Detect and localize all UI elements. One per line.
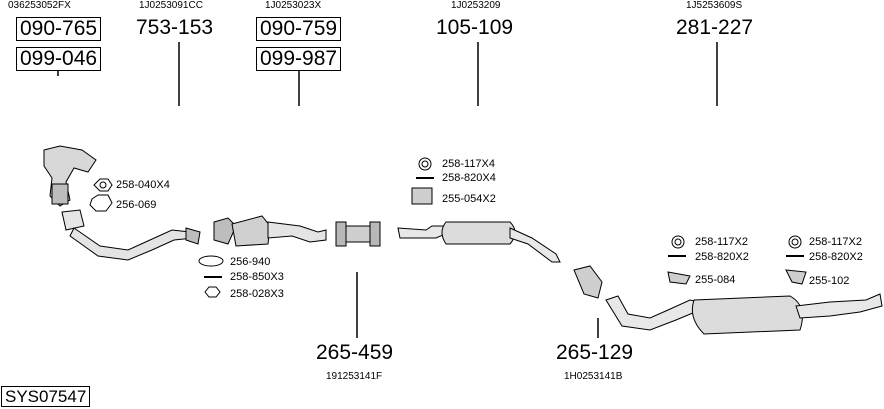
oem-number: 036253052FX (8, 0, 71, 11)
system-code-box: SYS07547 (1, 386, 91, 407)
oem-number: 1J0253209 (451, 0, 501, 11)
fitting-label[interactable]: 256-069 (116, 199, 157, 211)
part-reference[interactable]: 105-109 (436, 16, 514, 39)
fitting-label[interactable]: 256-940 (230, 256, 271, 268)
part-reference[interactable]: 753-153 (136, 16, 214, 39)
rear-silencer-drawing (605, 293, 883, 335)
fitting-label[interactable]: 258-117X2 (809, 236, 863, 248)
part-reference[interactable]: 281-227 (676, 16, 754, 39)
fitting-label[interactable]: 258-820X4 (442, 172, 496, 184)
fitting-label[interactable]: 258-117X2 (695, 236, 749, 248)
fitting-label[interactable]: 258-040X4 (116, 179, 170, 191)
fitting-label[interactable]: 258-028X3 (230, 288, 284, 300)
catalytic-converter-drawing (213, 215, 327, 247)
oem-number: 1J0253023X (265, 0, 322, 11)
nut-icon (93, 178, 113, 192)
fitting-label[interactable]: 255-084 (695, 274, 736, 286)
oem-number: 1J0253091CC (139, 0, 203, 11)
fitting-label[interactable]: 258-117X4 (442, 158, 496, 170)
oem-number: 1H0253141B (564, 371, 623, 382)
part-reference-box[interactable]: 099-987 (256, 47, 342, 71)
hanger-icon (785, 269, 807, 285)
part-reference-box[interactable]: 090-765 (16, 17, 102, 41)
front-pipe-drawing (69, 227, 201, 261)
part-reference[interactable]: 265-459 (316, 341, 394, 364)
ring-icon (788, 235, 802, 249)
middle-silencer-drawing (397, 221, 561, 263)
oem-number: 191253141F (326, 371, 383, 382)
fitting-label[interactable]: 255-102 (809, 275, 850, 287)
oem-number: 1J5253609S (686, 0, 743, 11)
nut-icon (204, 286, 221, 298)
gasket-icon (89, 194, 113, 212)
ring-icon (791, 238, 799, 246)
fitting-label[interactable]: 258-850X3 (230, 271, 284, 283)
part-reference-box[interactable]: 099-046 (16, 47, 102, 71)
fitting-label[interactable]: 255-054X2 (442, 193, 496, 205)
ring-icon (674, 238, 682, 246)
ring-icon (671, 235, 685, 249)
clamp-icon (573, 265, 603, 299)
ring-icon (421, 160, 429, 168)
fitting-label[interactable]: 258-820X2 (695, 251, 749, 263)
ring-icon (418, 157, 432, 171)
ring-icon (198, 255, 224, 267)
connector-pipe-drawing (335, 221, 381, 247)
hanger-icon (667, 271, 691, 285)
fitting-label[interactable]: 258-820X2 (809, 251, 863, 263)
nut-hole-icon (99, 181, 107, 189)
hanger-icon (411, 187, 433, 205)
part-reference[interactable]: 265-129 (556, 341, 634, 364)
part-reference-box[interactable]: 090-759 (256, 17, 342, 41)
exhaust-manifold-drawing (43, 145, 97, 231)
